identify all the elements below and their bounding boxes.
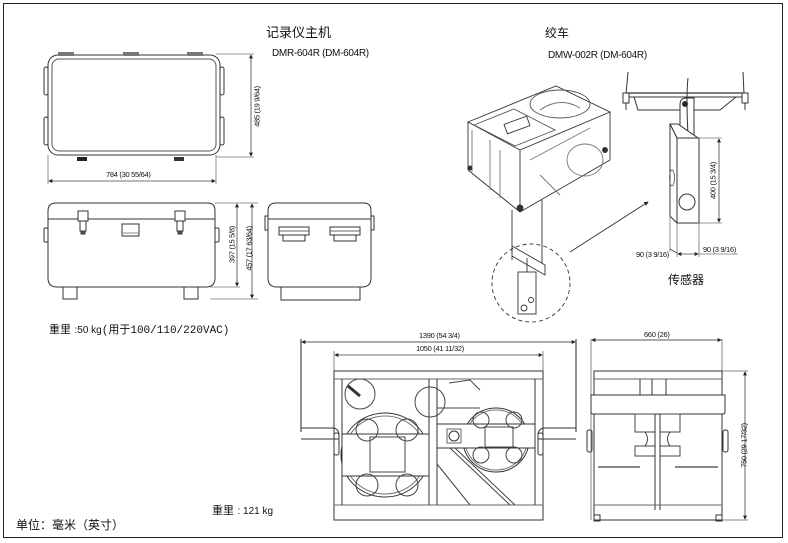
dim-recorder-body-height: 397 (15 5/8) <box>227 226 237 263</box>
dim-sensor-height: 400 (15 3/4) <box>708 162 718 199</box>
sensor-title: 传感器 <box>668 273 705 287</box>
dim-recorder-total-height: 457 (17 63/64) <box>244 226 254 271</box>
dim-winch-frame-length: 1050 (41 11/32) <box>416 344 464 353</box>
recorder-model: DMR-604R (DM-604R) <box>272 48 369 59</box>
recorder-top-view <box>43 52 254 184</box>
dim-sensor-width: 90 (3 9/16) <box>703 245 736 254</box>
dim-sensor-depth: 90 (3 9/16) <box>636 250 669 259</box>
recorder-title: 记录仪主机 <box>266 26 332 41</box>
recorder-weight-label: 重里 <box>49 323 71 336</box>
recorder-weight-value: :50 kg <box>74 325 102 336</box>
recorder-side-view <box>264 202 375 301</box>
sheet-border <box>3 3 783 538</box>
winch-front-view <box>300 339 577 521</box>
winch-isometric-view <box>466 85 649 323</box>
dim-winch-height: 750 (29 17/32) <box>739 423 749 468</box>
recorder-weight: 重里 :50 kg(用于100/110/220VAC) <box>49 321 229 337</box>
winch-model: DMW-002R (DM-604R) <box>548 50 647 61</box>
winch-weight: 重里 : 121 kg <box>212 502 273 518</box>
units-note: 单位：毫米（英寸） <box>16 518 125 532</box>
dim-winch-width: 660 (26) <box>644 330 670 339</box>
winch-weight-label: 重里 <box>212 504 234 517</box>
dim-winch-overall-length: 1390 (54 3/4) <box>419 331 460 340</box>
recorder-front-view <box>43 202 258 300</box>
winch-weight-value: : 121 kg <box>237 506 274 517</box>
dim-recorder-width: 784 (30 55/64) <box>106 170 151 179</box>
winch-side-view <box>586 338 748 522</box>
sensor-view <box>622 71 749 257</box>
recorder-weight-note: (用于100/110/220VAC) <box>101 325 230 337</box>
dim-recorder-depth: 485 (19 9/64) <box>252 86 262 127</box>
winch-title: 绞车 <box>545 26 570 40</box>
